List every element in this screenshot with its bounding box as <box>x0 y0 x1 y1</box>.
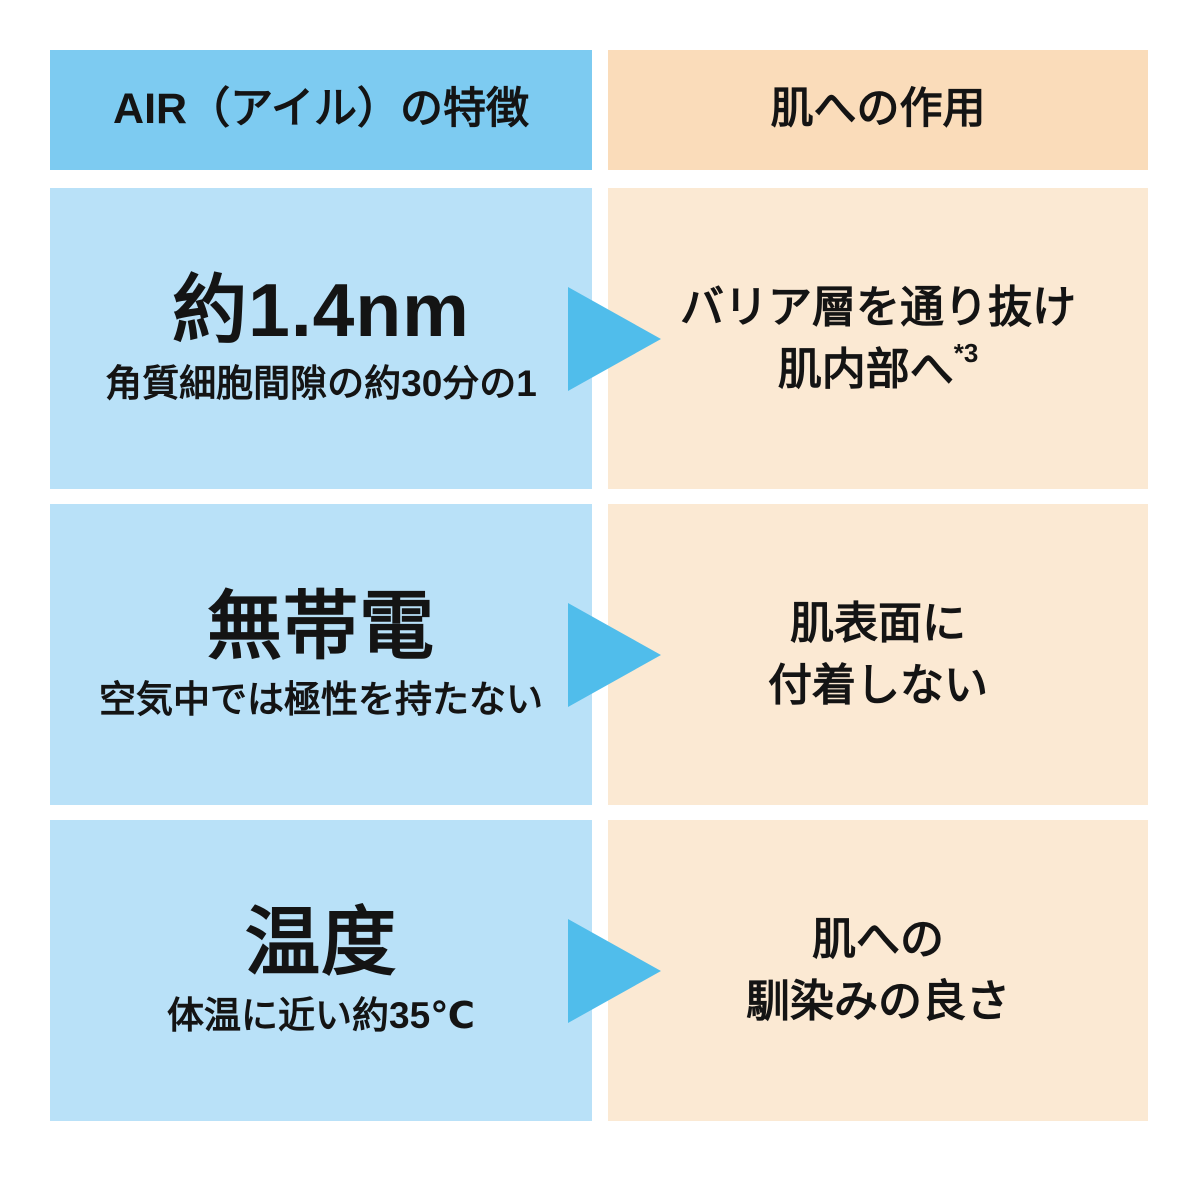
header-effects-label: 肌への作用 <box>770 85 986 134</box>
effect-line2: 肌内部へ <box>777 344 954 394</box>
feature-title: 無帯電 <box>206 583 435 668</box>
comparison-table: AIR（アイル）の特徴 肌への作用 約1.4nm 角質細胞間隙の約30分の1 バ… <box>50 50 1148 1121</box>
header-features: AIR（アイル）の特徴 <box>50 50 592 170</box>
right-arrow-icon <box>568 918 661 1023</box>
header-features-label: AIR（アイル）の特徴 <box>113 85 529 134</box>
feature-title: 温度 <box>244 899 397 984</box>
feature-subtitle: 体温に近い約35℃ <box>167 994 475 1036</box>
feature-subtitle: 角質細胞間隙の約30分の1 <box>105 362 537 404</box>
effect-text: バリア層を通り抜け 肌内部へ*3 <box>680 277 1076 400</box>
effect-line1: バリア層を通り抜け <box>680 282 1076 332</box>
effect-cell-charge: 肌表面に 付着しない <box>608 504 1148 805</box>
footnote-marker: *3 <box>953 337 979 368</box>
effect-cell-size: バリア層を通り抜け 肌内部へ*3 <box>608 188 1148 489</box>
right-arrow-icon <box>568 286 661 391</box>
table-row-charge: 無帯電 空気中では極性を持たない 肌表面に 付着しない <box>50 504 1148 805</box>
feature-cell-size: 約1.4nm 角質細胞間隙の約30分の1 <box>50 188 592 489</box>
header-effects: 肌への作用 <box>608 50 1148 170</box>
effect-cell-temperature: 肌への 馴染みの良さ <box>608 820 1148 1121</box>
feature-title: 約1.4nm <box>172 267 470 352</box>
feature-cell-charge: 無帯電 空気中では極性を持たない <box>50 504 592 805</box>
feature-cell-temperature: 温度 体温に近い約35℃ <box>50 820 592 1121</box>
effect-line2: 馴染みの良さ <box>746 976 1010 1026</box>
right-arrow-icon <box>568 602 661 707</box>
effect-text: 肌表面に 付着しない <box>768 593 988 716</box>
table-row-size: 約1.4nm 角質細胞間隙の約30分の1 バリア層を通り抜け 肌内部へ*3 <box>50 188 1148 489</box>
header-row: AIR（アイル）の特徴 肌への作用 <box>50 50 1148 170</box>
effect-line2: 付着しない <box>768 660 988 710</box>
effect-text: 肌への 馴染みの良さ <box>746 909 1010 1032</box>
table-row-temperature: 温度 体温に近い約35℃ 肌への 馴染みの良さ <box>50 820 1148 1121</box>
effect-line1: 肌への <box>812 914 944 964</box>
effect-line1: 肌表面に <box>790 598 966 648</box>
feature-subtitle: 空気中では極性を持たない <box>99 678 543 720</box>
